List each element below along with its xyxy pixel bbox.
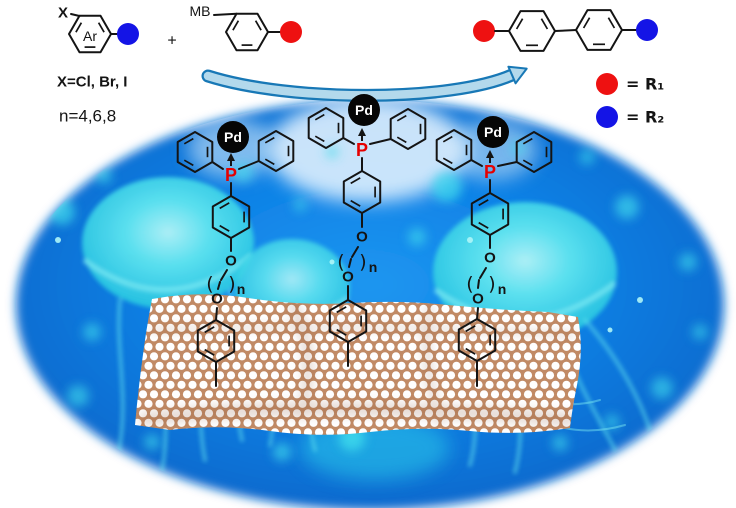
graphene-sheet	[135, 294, 581, 435]
tolyl-ring	[457, 318, 497, 362]
pd-circle	[217, 121, 249, 153]
legend-r1-label: = R₁	[626, 75, 664, 94]
legend: = R₁ = R₂	[596, 73, 664, 128]
paren-close: )	[488, 273, 495, 295]
product-ring-2	[575, 9, 623, 51]
oxygen-label: O	[225, 253, 237, 270]
ar-ring	[68, 14, 112, 54]
oxygen-label: O	[472, 291, 484, 308]
legend-r2-dot	[596, 106, 618, 128]
legend-r1-dot	[596, 73, 618, 95]
tolyl-ring	[328, 299, 368, 343]
graphene-shading	[139, 297, 576, 427]
pd-catalyst-right: Pd P O ( ) n O	[435, 116, 553, 387]
coordination-arrowhead	[227, 153, 235, 161]
phenylene-ring	[342, 170, 382, 214]
phenyl-ring	[307, 107, 345, 149]
arrow-head	[507, 65, 528, 85]
oxygen-label: O	[356, 229, 368, 246]
product-ring-1	[508, 10, 556, 52]
oxygen-label: O	[211, 291, 223, 308]
pd-catalyst-left: Pd P O ( ) n O	[176, 121, 295, 387]
r1-substituent-dot	[280, 21, 302, 43]
jellyfish-blobs	[49, 140, 708, 461]
pd-catalyst-middle: Pd P O ( ) n O	[307, 94, 427, 367]
halide-options-text: X=Cl, Br, I	[57, 74, 127, 91]
paren-close: )	[359, 251, 366, 273]
phosphorus-label: P	[225, 165, 237, 185]
phosphorus-label: P	[356, 140, 368, 160]
phosphorus-label: P	[484, 162, 496, 182]
light-glow-center	[268, 100, 468, 202]
phenyl-ring	[257, 130, 295, 172]
phenylene-ring	[470, 192, 510, 236]
halide-x-label: X	[58, 5, 68, 22]
pd-label: Pd	[224, 129, 242, 145]
repeat-n-label: n	[369, 259, 378, 275]
phenylene-ring	[211, 195, 251, 239]
pd-label: Pd	[484, 124, 502, 140]
tolyl-ring	[196, 319, 236, 363]
r1-product-dot	[473, 20, 495, 42]
ar-ring-label: Ar	[83, 28, 97, 44]
reaction-arrow	[201, 65, 528, 102]
coordination-arrowhead	[358, 128, 366, 136]
pd-circle	[348, 94, 380, 126]
phenyl-ring	[176, 131, 214, 173]
linker-options-text: n=4,6,8	[59, 107, 116, 126]
biaryl-product	[473, 9, 658, 52]
phenyl-ring	[515, 131, 553, 173]
paren-open: (	[466, 273, 473, 295]
legend-r2-label: = R₂	[626, 108, 664, 127]
paren-close: )	[228, 273, 235, 295]
phenyl-ring	[435, 129, 473, 171]
repeat-n-label: n	[498, 281, 507, 297]
phenyl-ring	[389, 108, 427, 150]
repeat-n-label: n	[237, 281, 246, 297]
plus-sign: +	[167, 33, 176, 50]
aryl-halide-reactant: X Ar	[58, 5, 139, 54]
oxygen-label: O	[484, 250, 496, 267]
coordination-arrowhead	[486, 150, 494, 158]
oxygen-label: O	[342, 269, 354, 286]
r2-substituent-dot	[117, 23, 139, 45]
boron-mb-label: MB	[190, 3, 211, 19]
paren-open: (	[337, 251, 344, 273]
arylboron-reactant: MB	[190, 3, 302, 52]
pd-circle	[477, 116, 509, 148]
r2-product-dot	[636, 19, 658, 41]
mb-ring	[225, 12, 269, 52]
pd-label: Pd	[355, 102, 373, 118]
light-glow-right	[448, 120, 538, 180]
paren-open: (	[206, 273, 213, 295]
